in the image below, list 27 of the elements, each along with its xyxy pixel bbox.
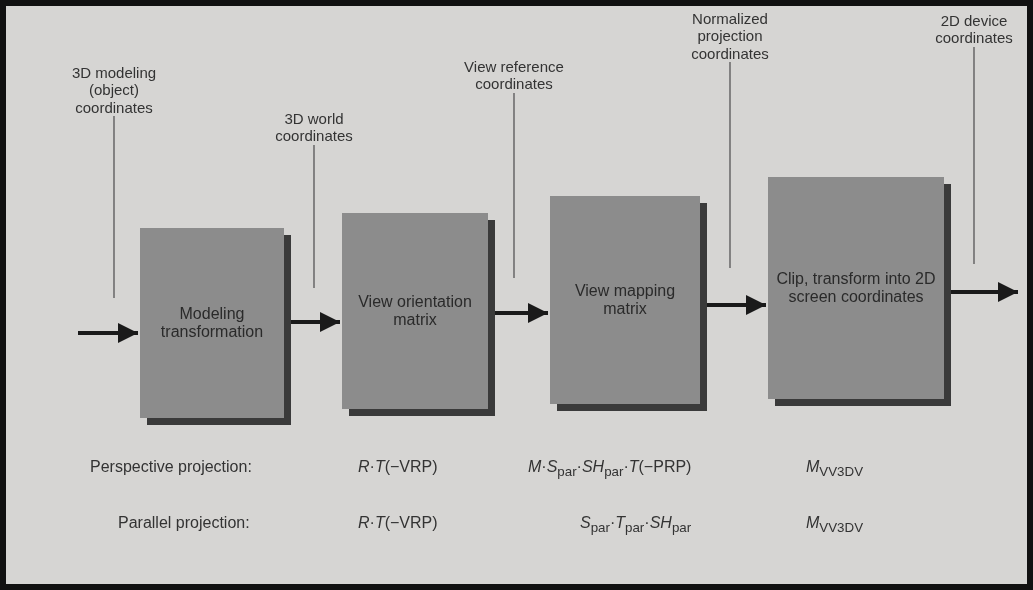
formula: R·T(−VRP) — [358, 458, 438, 476]
coordinate-label: 3D modeling (object) coordinates — [71, 64, 157, 116]
coordinate-label: Normalized projection coordinates — [691, 10, 769, 62]
leader-line — [973, 46, 975, 265]
arrow — [707, 295, 766, 315]
arrow — [495, 303, 548, 323]
formula: M·S$_{par}$·SH$_{par}$·T(−PRP) — [528, 458, 692, 480]
box-text: Clip, transform into 2D screen coordinates — [776, 269, 936, 307]
formula: R·T(−VRP) — [358, 514, 438, 532]
arrow — [951, 282, 1018, 302]
leader-line — [729, 61, 731, 269]
coordinate-label: 2D device coordinates — [935, 12, 1013, 47]
formula: M$_{VV3DV}$ — [806, 514, 864, 536]
coordinate-label: 3D world coordinates — [275, 110, 353, 145]
arrow — [78, 323, 138, 343]
leader-line — [113, 115, 115, 299]
formula: S$_{par}$·T$_{par}$·SH$_{par}$ — [580, 514, 692, 536]
row-label: Perspective projection: — [90, 458, 252, 476]
leader-line — [313, 144, 315, 289]
arrow — [291, 312, 340, 332]
leader-line — [513, 92, 515, 279]
formula: M$_{VV3DV}$ — [806, 458, 864, 480]
box-text: View orientation matrix — [357, 292, 473, 330]
coordinate-label: View reference coordinates — [464, 58, 564, 93]
box-text: Modeling transformation — [159, 304, 265, 342]
box-text: View mapping matrix — [573, 281, 677, 319]
row-label: Parallel projection: — [118, 514, 250, 532]
